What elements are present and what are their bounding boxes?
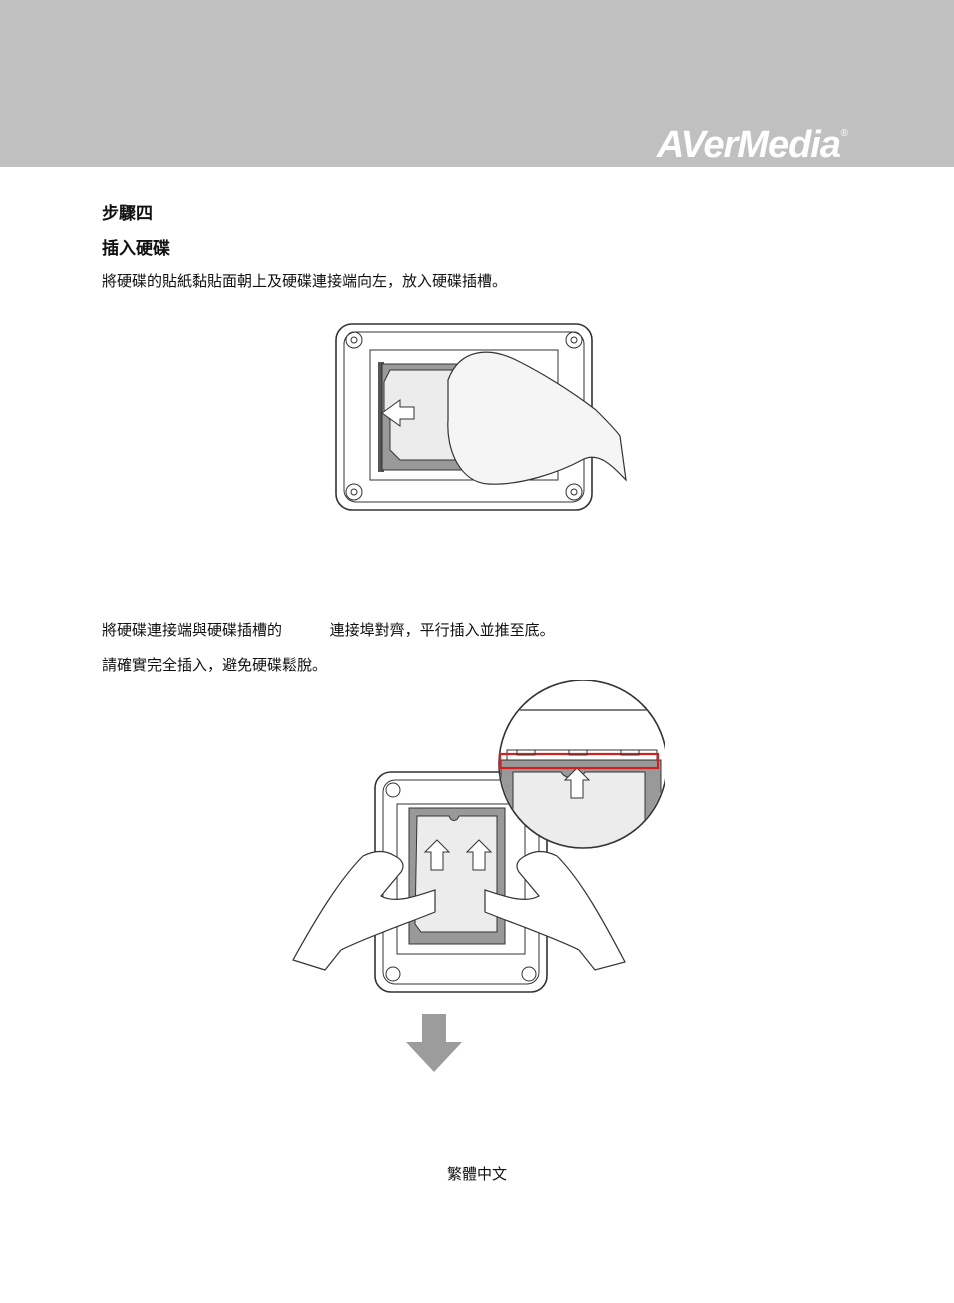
instruction-paragraph-3: 請確實完全插入，避免硬碟鬆脫。 <box>102 656 328 674</box>
instruction-paragraph-1: 將硬碟的貼紙黏貼面朝上及硬碟連接端向左，放入硬碟插槽。 <box>102 272 508 290</box>
registered-mark: ® <box>840 128 848 139</box>
avermedia-logo: AVerMedia <box>656 124 841 166</box>
two-hands-pushing-drive-icon <box>292 680 665 993</box>
footer-language: 繁體中文 <box>446 1165 507 1183</box>
down-arrow-icon <box>406 1014 462 1072</box>
step-title: 步驟四 <box>102 204 153 224</box>
section-title: 插入硬碟 <box>102 239 170 259</box>
header-band <box>0 0 954 167</box>
hand-placing-drive-icon <box>335 323 627 511</box>
instruction-paragraph-2: 將硬碟連接端與硬碟插槽的 連接埠對齊，平行插入並推至底。 <box>102 621 555 639</box>
